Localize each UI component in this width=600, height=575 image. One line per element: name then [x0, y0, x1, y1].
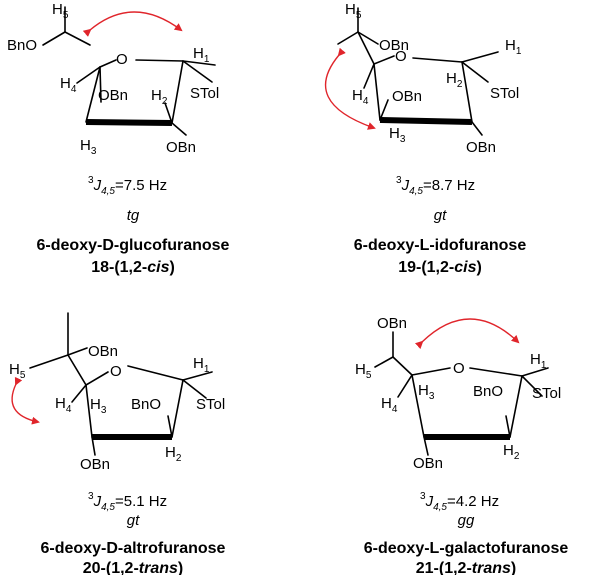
- h4-label-21: H4: [381, 395, 398, 415]
- h5-label-21: H5: [355, 361, 372, 381]
- structure-18: H5 BnO H4 O H1 OBn H2 STol H3 OBn 3J4,5=…: [7, 1, 230, 276]
- h3-label-19: H3: [389, 125, 406, 145]
- bno-c5-label-18: BnO: [7, 37, 37, 54]
- structure-20: OBn H5 O H1 H4 H3 BnO STol OBn H2 3J4,5=…: [9, 312, 226, 575]
- h1-label-20: H1: [193, 355, 210, 375]
- obn-c2-label-19: OBn: [466, 139, 496, 156]
- h4-label-19: H4: [352, 87, 369, 107]
- h1-label-18: H1: [193, 45, 210, 65]
- stol-label-19: STol: [490, 85, 519, 102]
- conformer-20: gt: [127, 512, 140, 529]
- h4-label-18: H4: [60, 75, 77, 95]
- obn-c5-label-19: OBn: [379, 37, 409, 54]
- molecule-20-bonds: [29, 312, 213, 456]
- h5-label-18: H5: [52, 1, 69, 21]
- molecule-18-bonds: [42, 6, 216, 136]
- molecule-21-bonds: [374, 331, 549, 456]
- correlation-arrow-19: [324, 47, 376, 130]
- structure-21: OBn H5 O H1 H3 BnO STol H4 OBn H2 3J4,5=…: [355, 315, 568, 575]
- ring-oxygen-label-18: O: [116, 51, 128, 68]
- h2-label-19: H2: [446, 70, 463, 90]
- conformer-19: gt: [434, 207, 447, 224]
- ring-oxygen-label-20: O: [110, 363, 122, 380]
- correlation-arrow-18: [82, 11, 183, 37]
- obn-c2-label-18: OBn: [166, 139, 196, 156]
- molecule-19-bonds: [337, 7, 499, 136]
- conformer-18: tg: [127, 207, 140, 224]
- h2-label-18: H2: [151, 87, 168, 107]
- correlation-arrow-21: [414, 318, 520, 350]
- bno-c2-label-20: BnO: [131, 396, 161, 413]
- h4-label-20: H4: [55, 395, 72, 415]
- coupling-constant-18: 3J4,5=7.5 Hz: [88, 175, 167, 197]
- h1-label-19: H1: [505, 37, 522, 57]
- compound-number-18: 18-(1,2-cis): [91, 259, 175, 276]
- correlation-arrow-20: [11, 376, 40, 425]
- obn-c3-label-21: OBn: [413, 455, 443, 472]
- stol-label-18: STol: [190, 85, 219, 102]
- coupling-constant-19: 3J4,5=8.7 Hz: [396, 175, 475, 197]
- h5-label-19: H5: [345, 1, 362, 21]
- h1-label-21: H1: [530, 351, 547, 371]
- coupling-constant-21: 3J4,5=4.2 Hz: [420, 491, 499, 513]
- obn-c3-label-20: OBn: [80, 456, 110, 473]
- stol-label-20: STol: [196, 396, 225, 413]
- h3-label-20: H3: [90, 396, 107, 416]
- h3-label-18: H3: [80, 137, 97, 157]
- h2-label-20: H2: [165, 444, 182, 464]
- ring-oxygen-label-19: O: [395, 48, 407, 65]
- coupling-constant-20: 3J4,5=5.1 Hz: [88, 491, 167, 513]
- obn-c3-label-18: OBn: [98, 87, 128, 104]
- obn-c3-label-19: OBn: [392, 88, 422, 105]
- compound-number-20: 20-(1,2-trans): [83, 560, 183, 575]
- obn-c5-label-21: OBn: [377, 315, 407, 332]
- stol-label-21: STol: [532, 385, 561, 402]
- conformer-21: gg: [458, 512, 475, 529]
- bno-c2-label-21: BnO: [473, 383, 503, 400]
- compound-number-19: 19-(1,2-cis): [398, 259, 482, 276]
- compound-number-21: 21-(1,2-trans): [416, 560, 516, 575]
- structure-19: H5 OBn O H1 H4 OBn H2 STol H3 OBn 3J4,5=…: [324, 1, 527, 276]
- compound-name-19: 6-deoxy-L-idofuranose: [354, 237, 527, 254]
- h2-label-21: H2: [503, 442, 520, 462]
- obn-c5-label-20: OBn: [88, 343, 118, 360]
- h5-label-20: H5: [9, 361, 26, 381]
- ring-oxygen-label-21: O: [453, 360, 465, 377]
- compound-name-18: 6-deoxy-D-glucofuranose: [37, 237, 230, 254]
- compound-name-21: 6-deoxy-L-galactofuranose: [364, 540, 569, 557]
- compound-name-20: 6-deoxy-D-altrofuranose: [41, 540, 226, 557]
- h3-label-21: H3: [418, 382, 435, 402]
